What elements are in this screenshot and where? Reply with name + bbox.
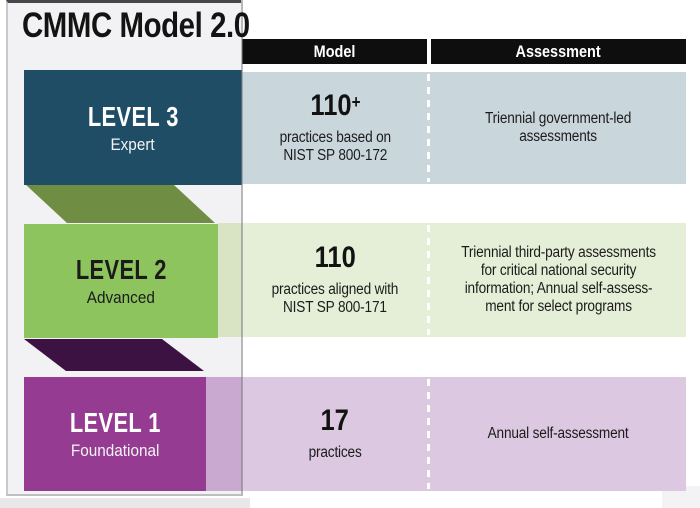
level-2-label: LEVEL 2 bbox=[75, 254, 167, 285]
level-1-model-desc: practices bbox=[308, 443, 362, 461]
level-2-assessment-text: Triennial third-party assessments for cr… bbox=[461, 244, 656, 315]
column-header-model: Model bbox=[242, 39, 427, 64]
level-2-row-band bbox=[242, 223, 686, 337]
page-bottom-strip bbox=[0, 498, 250, 508]
dashed-divider-row1 bbox=[427, 379, 430, 489]
level-2-model-cell: 110 practices aligned with NIST SP 800-1… bbox=[243, 223, 427, 337]
level-3-practice-count-plus: + bbox=[351, 91, 361, 112]
level-3-model-desc: practices based on NIST SP 800-172 bbox=[279, 128, 391, 165]
level-2-practice-count-number: 110 bbox=[314, 240, 356, 274]
level-2-model-desc: practices aligned with NIST SP 800-171 bbox=[271, 280, 399, 317]
level-2-assessment-cell: Triennial third-party assessments for cr… bbox=[431, 223, 686, 337]
level-3-practice-count-number: 110 bbox=[309, 88, 352, 122]
column-header-model-label: Model bbox=[313, 41, 356, 61]
bottom-right-shade bbox=[662, 486, 700, 508]
level-3-assessment-cell: Triennial government-led assessments bbox=[431, 72, 686, 184]
level-1-practice-count-number: 17 bbox=[320, 403, 350, 437]
dashed-divider-row2 bbox=[427, 225, 430, 335]
level-1-tier: Foundational bbox=[70, 441, 160, 460]
level-1-label: LEVEL 1 bbox=[69, 407, 161, 438]
level-3-assessment-text: Triennial government-led assessments bbox=[485, 110, 632, 145]
level-1-model-cell: 17 practices bbox=[243, 377, 427, 491]
dashed-divider-row3 bbox=[427, 74, 430, 182]
level-2-practice-count: 110 bbox=[314, 240, 356, 276]
level-3-box: LEVEL 3 Expert bbox=[24, 70, 242, 185]
level-3-practice-count: 110+ bbox=[309, 88, 361, 124]
level-2-row-band-inner bbox=[218, 223, 242, 337]
level-1-practice-count: 17 bbox=[320, 403, 350, 439]
level-2-tier: Advanced bbox=[86, 288, 156, 307]
level-2-box: LEVEL 2 Advanced bbox=[24, 224, 218, 338]
column-header-assessment: Assessment bbox=[431, 39, 686, 64]
level-3-model-cell: 110+ practices based on NIST SP 800-172 bbox=[243, 72, 427, 184]
level-3-row-band bbox=[242, 72, 686, 184]
level-1-box: LEVEL 1 Foundational bbox=[24, 377, 206, 491]
level-1-row-band bbox=[242, 377, 686, 491]
level-1-row-band-inner bbox=[205, 377, 242, 491]
level-1-assessment-text: Annual self-assessment bbox=[488, 425, 629, 442]
level-3-tier: Expert bbox=[110, 134, 156, 154]
column-header-assessment-label: Assessment bbox=[515, 41, 602, 61]
level-1-assessment-cell: Annual self-assessment bbox=[431, 377, 686, 491]
page-title: CMMC Model 2.0 bbox=[22, 6, 250, 45]
card-right-border bbox=[241, 0, 243, 496]
level-3-label: LEVEL 3 bbox=[87, 100, 179, 132]
